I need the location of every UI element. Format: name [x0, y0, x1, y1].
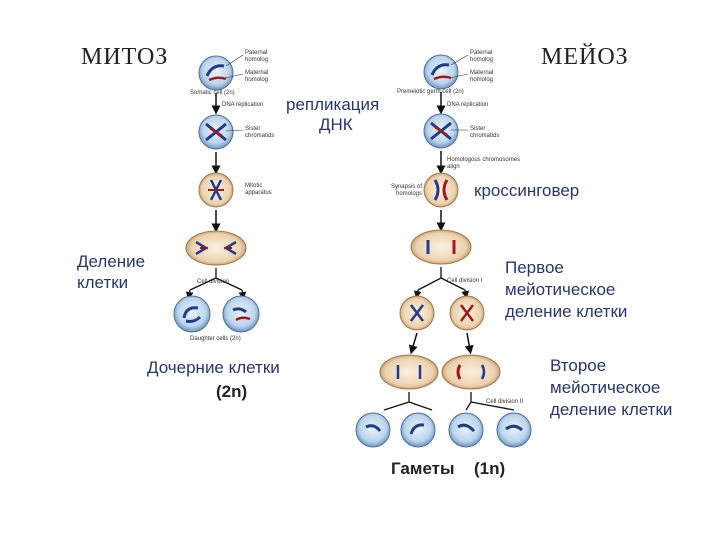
second-meiotic-line1: Второе [550, 356, 607, 375]
chromosome [433, 75, 452, 81]
daughter-cell-left [173, 295, 211, 333]
chromosome [505, 424, 523, 432]
meiosis-i-cell [410, 229, 472, 265]
dna-replication-label-meiosis: DNA replication [447, 102, 489, 108]
mitosis-column [173, 55, 260, 333]
cell-division-label-mitosis: Cell division [197, 279, 230, 285]
chromosome [365, 424, 382, 432]
sister-chromatids-label-mitosis: Sister chromatids [245, 126, 275, 139]
chromosome [456, 364, 462, 380]
cell-division-line1: Деление [77, 252, 146, 271]
cell-division-i-label: Cell division I [447, 278, 483, 284]
paternal-label-mitosis: Paternal homolog [245, 50, 269, 63]
chromosome [232, 307, 247, 314]
cell-division-ii-label: Cell division II [486, 399, 524, 405]
chromosome [460, 304, 474, 322]
replication-label: репликация [286, 95, 380, 114]
maternal-label-mitosis: Maternal homolog [245, 70, 269, 83]
mitotic-apparatus-label: Mitotic apparatus [245, 183, 272, 196]
maternal-label-meiosis: Maternal homolog [470, 70, 494, 83]
sister-chromatids-label-meiosis: Sister chromatids [470, 126, 500, 139]
mitosis-title: МИТОЗ [81, 44, 169, 70]
daughter-ploidy-label: (2n) [216, 382, 248, 401]
pointer-lines [224, 54, 469, 132]
chromosome [182, 306, 202, 323]
homologous-align-label: Homologous chromosomes align [447, 157, 521, 170]
second-meiotic-line3: деление клетки [550, 400, 673, 419]
chromosome [396, 365, 422, 379]
cell-division-line2: клетки [77, 273, 129, 292]
somatic-cell [198, 55, 234, 91]
gametes-label: Гаметы [391, 459, 455, 478]
first-meiotic-line1: Первое [505, 258, 564, 277]
gamete-2 [400, 412, 436, 448]
paternal-label-meiosis: Paternal homolog [470, 50, 494, 63]
chromosome [480, 364, 486, 380]
chromosome [409, 423, 425, 435]
chromosome [209, 126, 223, 138]
synapsis-cell [423, 172, 459, 208]
synapsis-label: Synapsis of homologs [390, 184, 422, 197]
gamete-1 [355, 412, 391, 448]
second-meiotic-line2: мейотическое [550, 378, 661, 397]
daughter-cells-label: Дочерние клетки [147, 358, 280, 377]
chromosome [442, 179, 449, 201]
chromosome [457, 423, 476, 433]
dividing-cell [185, 230, 247, 266]
meiosis-ii-cell-left [379, 354, 439, 390]
chromosome [205, 64, 225, 77]
chromosome [430, 63, 450, 76]
first-meiotic-line3: деление клетки [505, 302, 628, 321]
dna-label: ДНК [319, 115, 353, 134]
gametes-ploidy-label: (1n) [474, 459, 506, 478]
somatic-cell-label: Somatic cell (2n) [190, 90, 235, 96]
daughter-cells-2n-label: Daughter cells (2n) [190, 336, 241, 342]
meiosis-title: МЕЙОЗ [541, 44, 629, 70]
chromosome [434, 125, 448, 137]
chromosome [410, 304, 424, 322]
crossing-over-label: кроссинговер [474, 181, 580, 200]
chromosome [433, 179, 440, 201]
meiosis-ii-cell-right [441, 354, 501, 390]
dna-replication-label-mitosis: DNA replication [222, 102, 264, 108]
chromosome [235, 316, 251, 322]
gamete-3 [448, 412, 484, 448]
meiosis-column [355, 54, 532, 448]
germ-cell-label: Premeiotic germ cell (2n) [397, 89, 464, 95]
chromosome [208, 76, 227, 82]
germ-cell [423, 54, 459, 90]
first-meiotic-line2: мейотическое [505, 280, 616, 299]
gamete-4 [496, 412, 532, 448]
daughter-cell-right [222, 295, 260, 333]
